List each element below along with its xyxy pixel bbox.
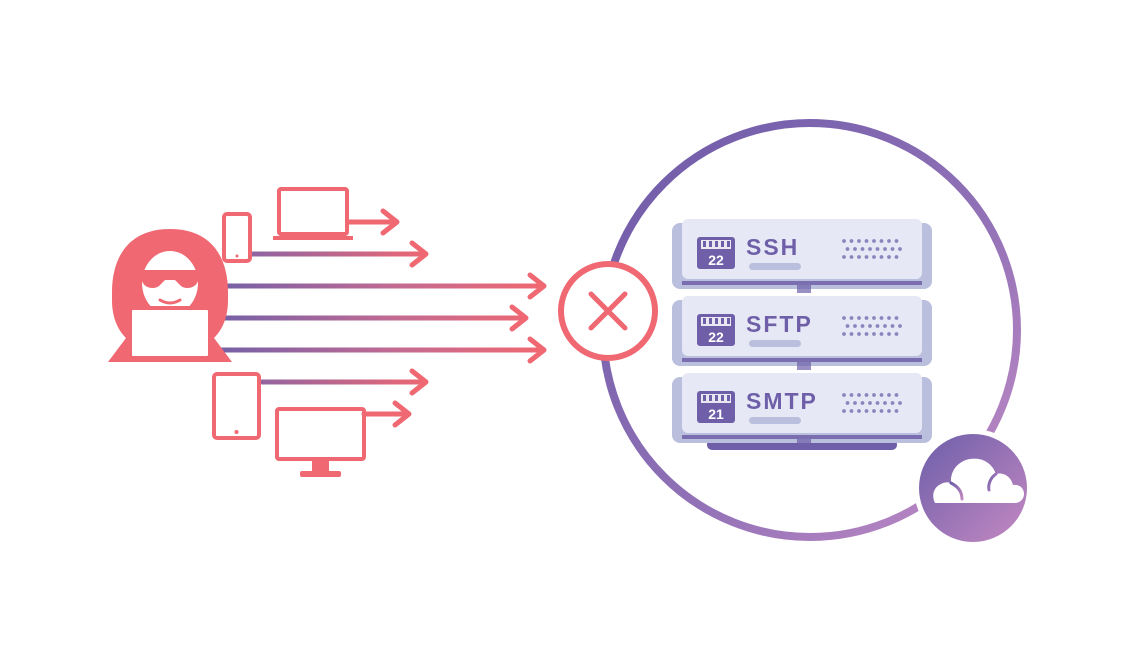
vent-dots bbox=[842, 316, 902, 336]
x-circle-icon bbox=[558, 261, 658, 361]
arrow-laptop bbox=[345, 208, 400, 236]
port-number: 22 bbox=[708, 252, 724, 268]
label-placeholder-bar bbox=[749, 263, 801, 270]
laptop-icon bbox=[273, 187, 353, 240]
server-label: SMTP bbox=[746, 388, 818, 414]
server-label: SFTP bbox=[746, 311, 813, 337]
hooded-hacker-icon bbox=[108, 229, 232, 362]
attack-arrows bbox=[202, 208, 547, 428]
desktop-monitor-icon bbox=[275, 407, 366, 477]
label-placeholder-bar bbox=[749, 340, 801, 347]
cloudflare-cloud-icon bbox=[914, 429, 1032, 547]
arrow-attacker-top bbox=[202, 272, 547, 300]
port-number: 22 bbox=[708, 329, 724, 345]
label-placeholder-bar bbox=[749, 417, 801, 424]
hacker-laptop-icon bbox=[128, 306, 212, 360]
arrow-attacker-middle bbox=[202, 304, 529, 332]
server-unit-smtp: 21 SMTP bbox=[672, 373, 932, 447]
server-label: SSH bbox=[746, 234, 799, 260]
arrow-attacker-bottom bbox=[202, 336, 547, 364]
arrow-phone bbox=[249, 240, 429, 268]
port-number: 21 bbox=[708, 406, 724, 422]
server-unit-sftp: 22 SFTP bbox=[672, 296, 932, 370]
arrow-tablet bbox=[259, 368, 429, 396]
vent-dots bbox=[842, 239, 902, 259]
ethernet-port-icon: 21 bbox=[697, 391, 735, 423]
ethernet-port-icon: 22 bbox=[697, 237, 735, 269]
server-unit-ssh: 22 SSH bbox=[672, 219, 932, 293]
vent-dots bbox=[842, 393, 902, 413]
tablet-icon bbox=[212, 372, 261, 440]
ethernet-port-icon: 22 bbox=[697, 314, 735, 346]
arrow-monitor bbox=[361, 400, 412, 428]
smartphone-icon bbox=[222, 212, 252, 263]
